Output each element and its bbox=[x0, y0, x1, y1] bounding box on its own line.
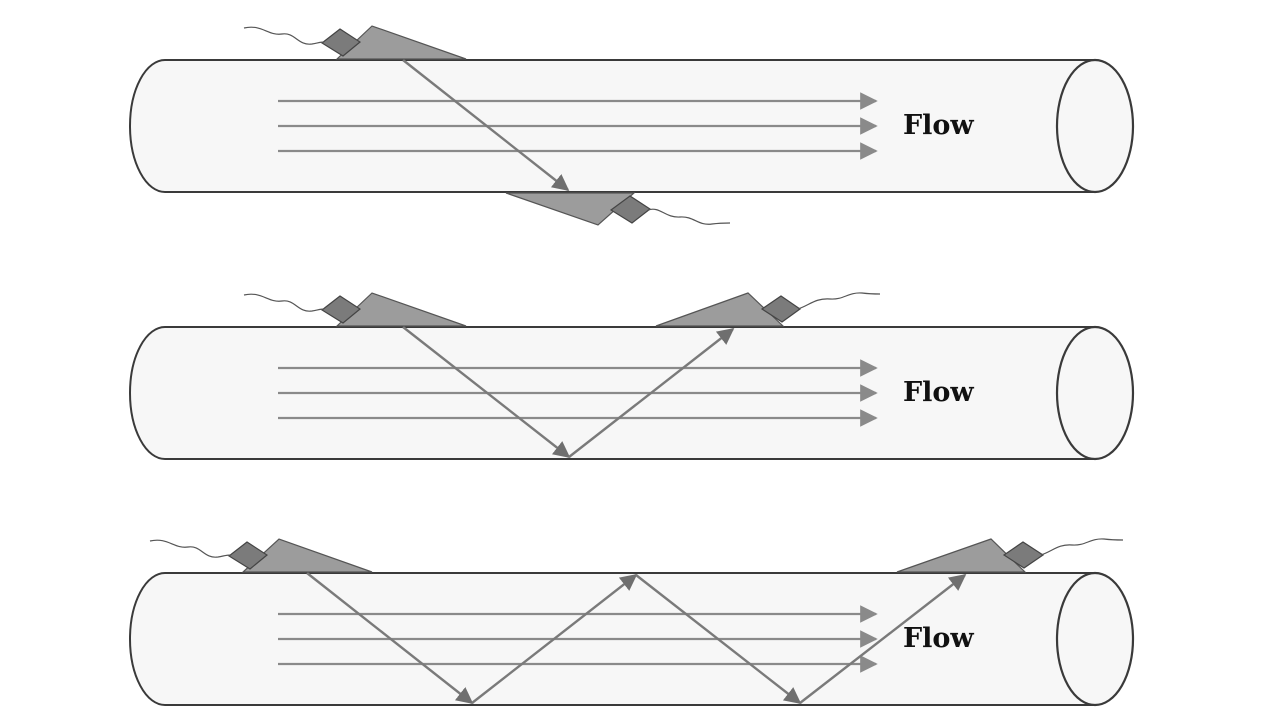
cable bbox=[243, 293, 325, 312]
transducer-housing bbox=[320, 295, 362, 324]
pipe-end-ellipse bbox=[1055, 325, 1135, 461]
panel-w-mode: Flow bbox=[129, 538, 1135, 707]
flow-arrows bbox=[278, 92, 878, 160]
ultrasonic-path-segment bbox=[306, 572, 474, 705]
ultrasonic-path bbox=[402, 326, 735, 459]
ultrasonic-path-segment bbox=[799, 573, 967, 704]
flow-label: Flow bbox=[903, 110, 974, 141]
transducer-downstream bbox=[655, 292, 881, 327]
transducer-downstream bbox=[505, 192, 731, 226]
transducer-housing bbox=[227, 541, 269, 570]
flow-label: Flow bbox=[903, 377, 974, 408]
panel-z-mode: Flow bbox=[129, 25, 1135, 226]
flow-label: Flow bbox=[903, 623, 974, 654]
flow-arrows bbox=[278, 605, 878, 673]
transducer-downstream bbox=[896, 538, 1124, 573]
cable bbox=[243, 26, 325, 45]
cable bbox=[149, 539, 232, 558]
ultrasonic-path-segment bbox=[568, 327, 735, 458]
flow-arrows bbox=[278, 359, 878, 427]
ultrasonic-path-segment bbox=[471, 573, 638, 704]
ultrasonic-path-segment bbox=[402, 326, 571, 459]
transducer-housing bbox=[1002, 541, 1045, 569]
ultrasonic-path bbox=[306, 572, 967, 705]
pipe-end-ellipse bbox=[1055, 58, 1135, 194]
pipe-end-ellipse bbox=[1055, 571, 1135, 707]
transducer-upstream bbox=[149, 538, 373, 573]
panel-v-mode: Flow bbox=[129, 292, 1135, 461]
ultrasonic-path-segment bbox=[635, 574, 802, 705]
cable bbox=[1040, 538, 1124, 556]
cable bbox=[647, 208, 731, 225]
cable bbox=[797, 292, 881, 310]
transducer-upstream bbox=[243, 25, 467, 60]
ultrasonic-path bbox=[402, 59, 570, 192]
transducer-upstream bbox=[243, 292, 467, 327]
transducer-housing bbox=[320, 28, 362, 57]
transducer-housing bbox=[760, 295, 802, 323]
